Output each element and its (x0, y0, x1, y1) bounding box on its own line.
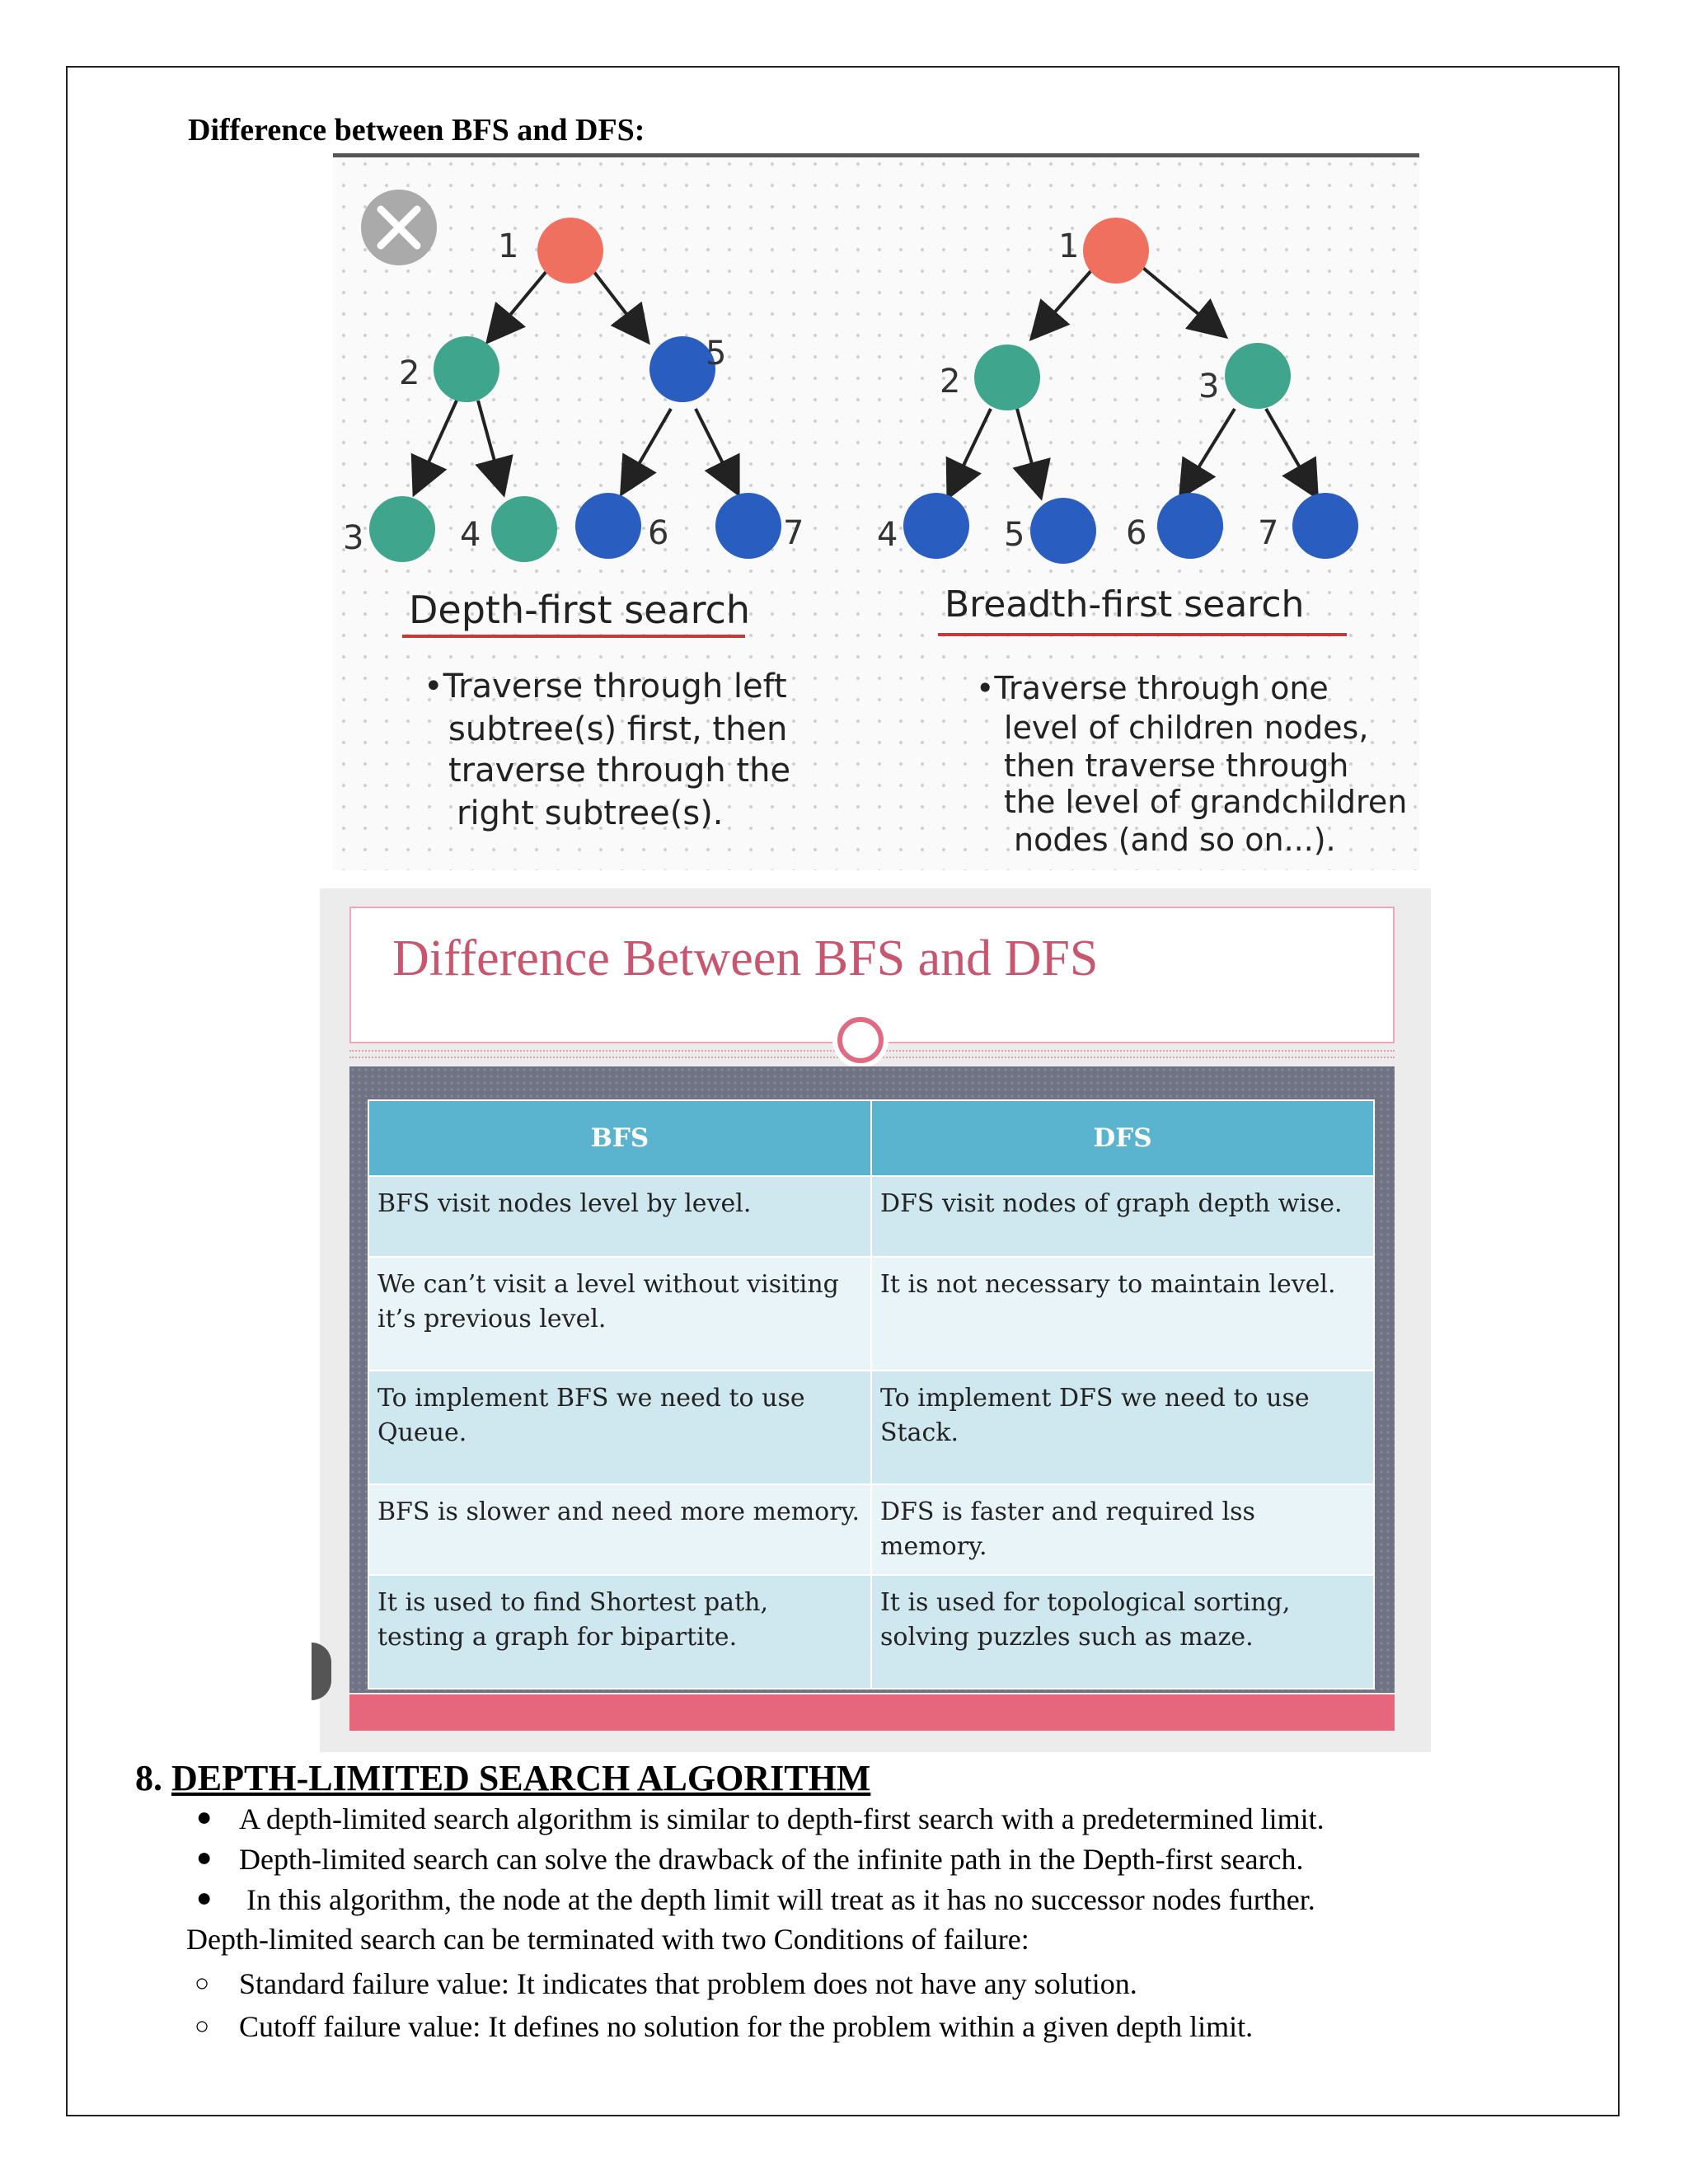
ring-ornament (837, 1017, 884, 1063)
comparison-slide-image: Difference Between BFS and DFS BFS DFS B… (312, 888, 1431, 1752)
bfs-note-line-2: level of children nodes, (1004, 710, 1368, 746)
dfs-label-4: 4 (460, 516, 481, 554)
bullet-text: A depth-limited search algorithm is simi… (239, 1802, 1325, 1835)
table-cell: We can’t visit a level without visiting … (368, 1256, 872, 1371)
table-row: BFS is slower and need more memory. DFS … (368, 1483, 1375, 1576)
list-item: ● In this algorithm, the node at the dep… (196, 1882, 1315, 1917)
bfs-label-4: 4 (877, 516, 898, 554)
bullet-icon: ● (196, 1842, 213, 1872)
bfs-node-5 (1030, 498, 1096, 564)
dfs-node-6 (575, 493, 641, 559)
page-border (66, 66, 1620, 2116)
bfs-node-7 (1292, 493, 1358, 559)
slide-body: BFS DFS BFS visit nodes level by level. … (349, 1066, 1395, 1693)
table-cell: BFS is slower and need more memory. (368, 1483, 872, 1576)
slide-title: Difference Between BFS and DFS (392, 930, 1099, 987)
dfs-node-4 (491, 496, 557, 562)
hollow-bullet-icon: ○ (195, 2013, 210, 2040)
header-dfs: DFS (870, 1099, 1375, 1177)
slide-side-tab[interactable] (312, 1643, 331, 1700)
bullet-text: Depth-limited search can solve the drawb… (239, 1843, 1304, 1876)
sub-bullet-text: Cutoff failure value: It defines no solu… (239, 2010, 1254, 2043)
bfs-node-6 (1157, 493, 1223, 559)
section-number: 8. (135, 1758, 162, 1798)
image-top-rule (333, 153, 1419, 157)
dfs-node-2 (434, 336, 499, 402)
page-heading: Difference between BFS and DFS: (188, 113, 645, 148)
list-item: ○ Cutoff failure value: It defines no so… (195, 2009, 1254, 2044)
bfs-node-labels: 1 2 3 4 5 6 7 (877, 227, 1278, 554)
bfs-label-7: 7 (1258, 514, 1278, 552)
section-title-text: DEPTH-LIMITED SEARCH ALGORITHM (171, 1758, 871, 1798)
dfs-note-line-1: •Traverse through left (424, 668, 787, 705)
bullet-text: In this algorithm, the node at the depth… (239, 1883, 1315, 1916)
bfs-label-3: 3 (1198, 368, 1219, 405)
dfs-nodes (369, 218, 781, 562)
bfs-label-1: 1 (1058, 227, 1079, 265)
dfs-label-6: 6 (648, 514, 668, 552)
list-item: ● A depth-limited search algorithm is si… (196, 1802, 1325, 1836)
dfs-label-1: 1 (498, 227, 518, 265)
dfs-note-line-4: right subtree(s). (457, 794, 724, 832)
bullet-icon: ● (196, 1882, 213, 1912)
dfs-title: Depth-first search (409, 588, 750, 632)
table-cell: DFS is faster and required lss memory. (870, 1483, 1375, 1576)
section-title: 8. DEPTH-LIMITED SEARCH ALGORITHM (135, 1757, 870, 1799)
dfs-label-3: 3 (343, 519, 363, 557)
bfs-note-line-4: the level of grandchildren (1004, 784, 1407, 820)
table-row: We can’t visit a level without visiting … (368, 1256, 1375, 1371)
comparison-table: BFS DFS BFS visit nodes level by level. … (368, 1099, 1375, 1690)
table-cell: BFS visit nodes level by level. (368, 1175, 872, 1258)
table-cell: It is used for topological sorting, solv… (870, 1574, 1375, 1690)
bullet-icon: ● (196, 1802, 213, 1831)
table-cell: It is not necessary to maintain level. (870, 1256, 1375, 1371)
bfs-label-5: 5 (1004, 516, 1025, 554)
dfs-node-1 (537, 218, 603, 284)
dfs-note-line-3: traverse through the (448, 752, 790, 790)
bfs-node-4 (903, 493, 969, 559)
bfs-node-2 (974, 344, 1040, 410)
header-bfs: BFS (368, 1099, 872, 1177)
tree-diagram-image: 1 2 5 3 4 6 7 1 2 3 (333, 153, 1419, 870)
sub-bullet-text: Standard failure value: It indicates tha… (239, 1967, 1137, 2000)
slide-footer-bar (349, 1694, 1395, 1731)
bfs-label-2: 2 (940, 363, 960, 401)
table-row: To implement BFS we need to use Queue. T… (368, 1370, 1375, 1485)
table-cell: To implement DFS we need to use Stack. (870, 1370, 1375, 1485)
dfs-note-line-2: subtree(s) first, then (448, 710, 787, 748)
bfs-note-line-3: then traverse through (1004, 748, 1348, 784)
dfs-caption: Depth-first search •Traverse through lef… (402, 588, 790, 832)
dfs-label-7: 7 (783, 514, 804, 552)
bfs-note-line-5: nodes (and so on...). (1014, 822, 1336, 858)
bfs-nodes (903, 218, 1358, 564)
bfs-label-6: 6 (1126, 514, 1146, 552)
table-cell: DFS visit nodes of graph depth wise. (870, 1175, 1375, 1258)
table-header-row: BFS DFS (368, 1099, 1375, 1177)
bfs-node-1 (1083, 218, 1149, 284)
dfs-node-labels: 1 2 5 3 4 6 7 (343, 227, 804, 557)
bfs-note-line-1: •Traverse through one (976, 670, 1329, 706)
dfs-node-3 (369, 496, 435, 562)
list-item: ○ Standard failure value: It indicates t… (195, 1966, 1137, 2001)
close-icon[interactable] (361, 190, 437, 265)
table-cell: It is used to find Shortest path, testin… (368, 1574, 872, 1690)
table-cell: To implement BFS we need to use Queue. (368, 1370, 872, 1485)
bfs-caption: Breadth-first search •Traverse through o… (938, 583, 1407, 858)
dfs-edges (410, 259, 740, 498)
list-item: ● Depth-limited search can solve the dra… (196, 1842, 1304, 1877)
dfs-node-7 (715, 493, 781, 559)
bfs-node-3 (1225, 343, 1291, 409)
dfs-label-2: 2 (399, 354, 420, 392)
bfs-edges (945, 259, 1319, 501)
bfs-title: Breadth-first search (945, 583, 1304, 626)
tree-diagram-svg: 1 2 5 3 4 6 7 1 2 3 (333, 160, 1419, 870)
table-row: It is used to find Shortest path, testin… (368, 1574, 1375, 1690)
paragraph: Depth-limited search can be terminated w… (186, 1923, 1029, 1956)
table-row: BFS visit nodes level by level. DFS visi… (368, 1175, 1375, 1258)
dfs-node-5 (649, 336, 715, 402)
dfs-label-5: 5 (706, 335, 726, 373)
hollow-bullet-icon: ○ (195, 1970, 210, 1997)
